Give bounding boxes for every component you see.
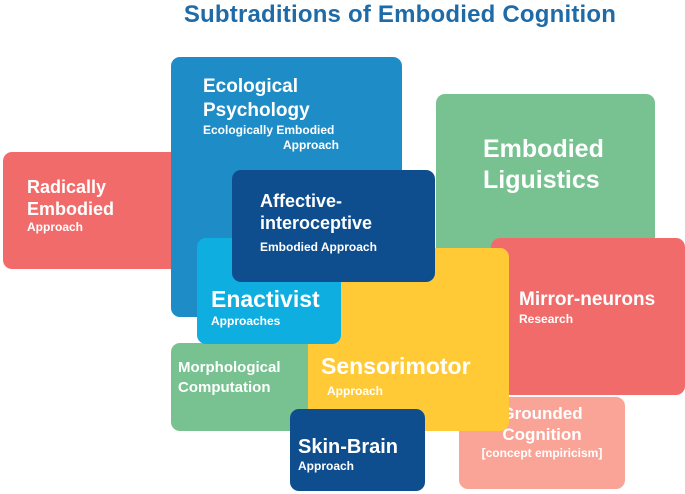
tile-sublabel: Approach (283, 138, 340, 152)
tile-label: Radically (27, 177, 107, 197)
tile-label: Sensorimotor (321, 353, 471, 379)
tile-label: Computation (178, 379, 271, 396)
tile-skin-brain: Skin-Brain Approach (290, 409, 425, 491)
tile-sublabel: Approach (27, 220, 84, 234)
tile-label: Embodied (483, 135, 604, 163)
tile-sublabel: [concept empiricism] (481, 446, 603, 460)
tile-sublabel: Approach (327, 384, 384, 398)
tile-label: Embodied (27, 199, 115, 219)
tile-sublabel: Embodied Approach (260, 240, 377, 254)
tile-label: Ecological (203, 76, 299, 97)
tile-label: Cognition (502, 425, 582, 444)
tile-radically-embodied: Radically Embodied Approach (3, 152, 195, 269)
tile-affective-interoceptive: Affective- interoceptive Embodied Approa… (232, 170, 435, 282)
tile-label: Morphological (178, 359, 281, 376)
tile-sublabel: Approaches (211, 314, 281, 328)
tile-embodied-linguistics: Embodied Liguistics (436, 94, 655, 258)
tile-label: interoceptive (260, 213, 373, 233)
tile-label: Psychology (203, 100, 310, 121)
tile-label: Mirror-neurons (519, 289, 656, 310)
tile-sublabel: Approach (298, 459, 355, 473)
tile-label: Skin-Brain (298, 436, 399, 458)
tile-label: Affective- (260, 191, 343, 211)
tile-sublabel: Ecologically Embodied (203, 123, 335, 137)
tile-mirror-neurons: Mirror-neurons Research (491, 238, 685, 395)
diagram-title: Subtraditions of Embodied Cognition (183, 1, 617, 28)
tile-label: Grounded (501, 404, 583, 423)
tile-label: Liguistics (483, 166, 600, 194)
tile-label: Enactivist (211, 286, 320, 312)
tile-sublabel: Research (519, 312, 574, 326)
